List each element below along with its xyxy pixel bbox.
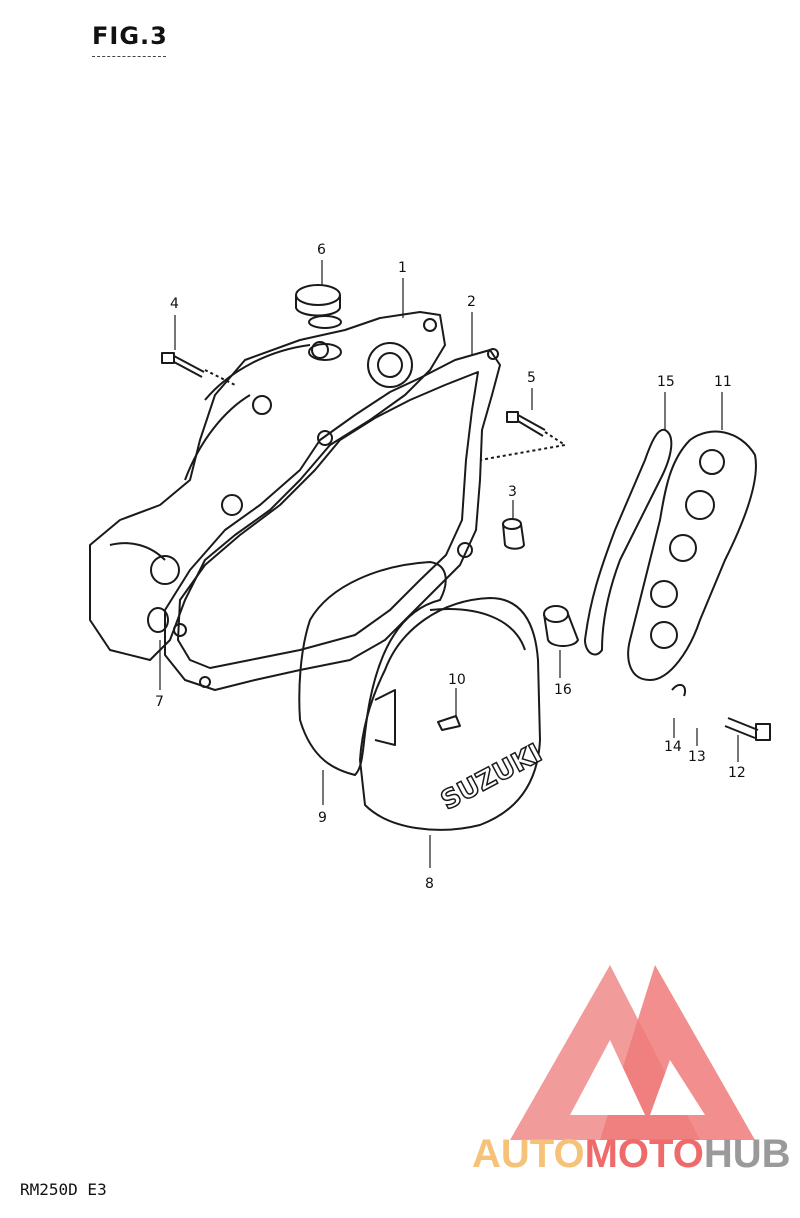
callout-13: 13 <box>688 749 706 765</box>
sleeve-16 <box>543 605 579 647</box>
clutch-cover <box>89 311 446 661</box>
cover-gasket <box>164 348 501 691</box>
oil-filler-cap <box>295 284 342 361</box>
bolt-12 <box>724 717 771 741</box>
callout-11: 11 <box>714 374 732 390</box>
callout-4: 4 <box>170 296 179 312</box>
magneto-cover <box>359 597 541 831</box>
callout-7: 7 <box>155 694 164 710</box>
o-ring-7 <box>147 607 169 633</box>
callout-2: 2 <box>467 294 476 310</box>
callout-5: 5 <box>527 370 536 386</box>
cover-emblem: SUZUKI <box>436 738 547 816</box>
plate-gasket-15 <box>584 428 673 656</box>
clip-14 <box>671 683 686 697</box>
callout-12: 12 <box>728 765 746 781</box>
callout-9: 9 <box>318 810 327 826</box>
screw-10 <box>437 715 461 731</box>
cover-plate-11 <box>627 430 757 681</box>
title-underline <box>92 56 166 57</box>
callout-3: 3 <box>508 484 517 500</box>
callout-15: 15 <box>657 374 675 390</box>
bolt-5 <box>479 411 566 461</box>
bolt-4 <box>161 352 236 386</box>
dowel-pin-3 <box>502 518 525 550</box>
callout-16: 16 <box>554 682 572 698</box>
callout-6: 6 <box>317 242 326 258</box>
watermark-brand: AUTOMOTOHUB <box>472 1132 791 1177</box>
watermark-logo <box>510 965 755 1140</box>
brand-part-hub: HUB <box>703 1132 791 1176</box>
callout-14: 14 <box>664 739 682 755</box>
brand-part-auto: AUTO <box>472 1132 585 1176</box>
brand-part-moto: MOTO <box>584 1132 704 1176</box>
callout-8: 8 <box>425 876 434 892</box>
magneto-gasket <box>298 561 447 776</box>
callout-1: 1 <box>398 260 407 276</box>
callout-numbers: 1 2 3 4 5 6 7 8 9 10 11 12 13 14 15 16 <box>155 242 746 892</box>
callout-10: 10 <box>448 672 466 688</box>
model-code: RM250D E3 <box>20 1180 107 1199</box>
figure-title: FIG.3 <box>92 22 168 50</box>
leader-lines <box>159 260 739 868</box>
